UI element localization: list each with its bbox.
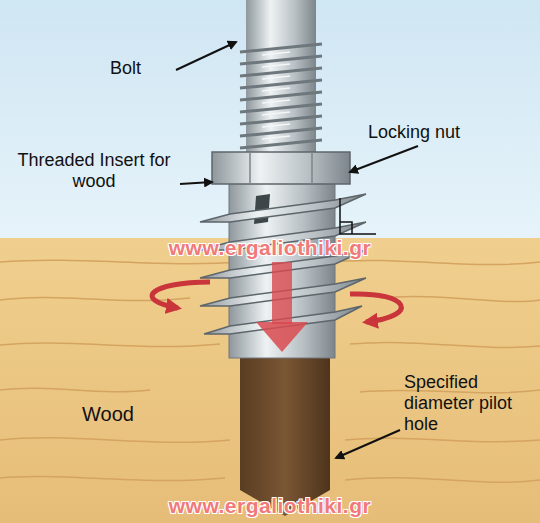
part-label: Specified diameter pilot hole bbox=[404, 372, 514, 435]
part-label: Locking nut bbox=[368, 122, 488, 143]
watermark: www.ergaliothiki.gr bbox=[150, 236, 390, 260]
bolt-thread-highlights bbox=[262, 52, 290, 139]
pilot-hole bbox=[240, 355, 330, 516]
right-angle-symbol bbox=[340, 198, 376, 234]
bolt-threads bbox=[240, 44, 322, 148]
insert-threads bbox=[200, 194, 366, 334]
locking-nut bbox=[212, 152, 350, 184]
part-label: Bolt bbox=[110, 58, 170, 79]
rotation-arrow bbox=[152, 282, 210, 308]
watermark: www.ergaliothiki.gr bbox=[150, 494, 390, 518]
part-label: Threaded Insert for wood bbox=[10, 150, 178, 192]
nut-faces bbox=[250, 152, 312, 184]
part-label: Wood bbox=[82, 404, 162, 425]
rotation-arrow bbox=[350, 294, 401, 322]
insertion-arrow bbox=[256, 262, 308, 352]
bolt-shaft bbox=[246, 0, 316, 160]
